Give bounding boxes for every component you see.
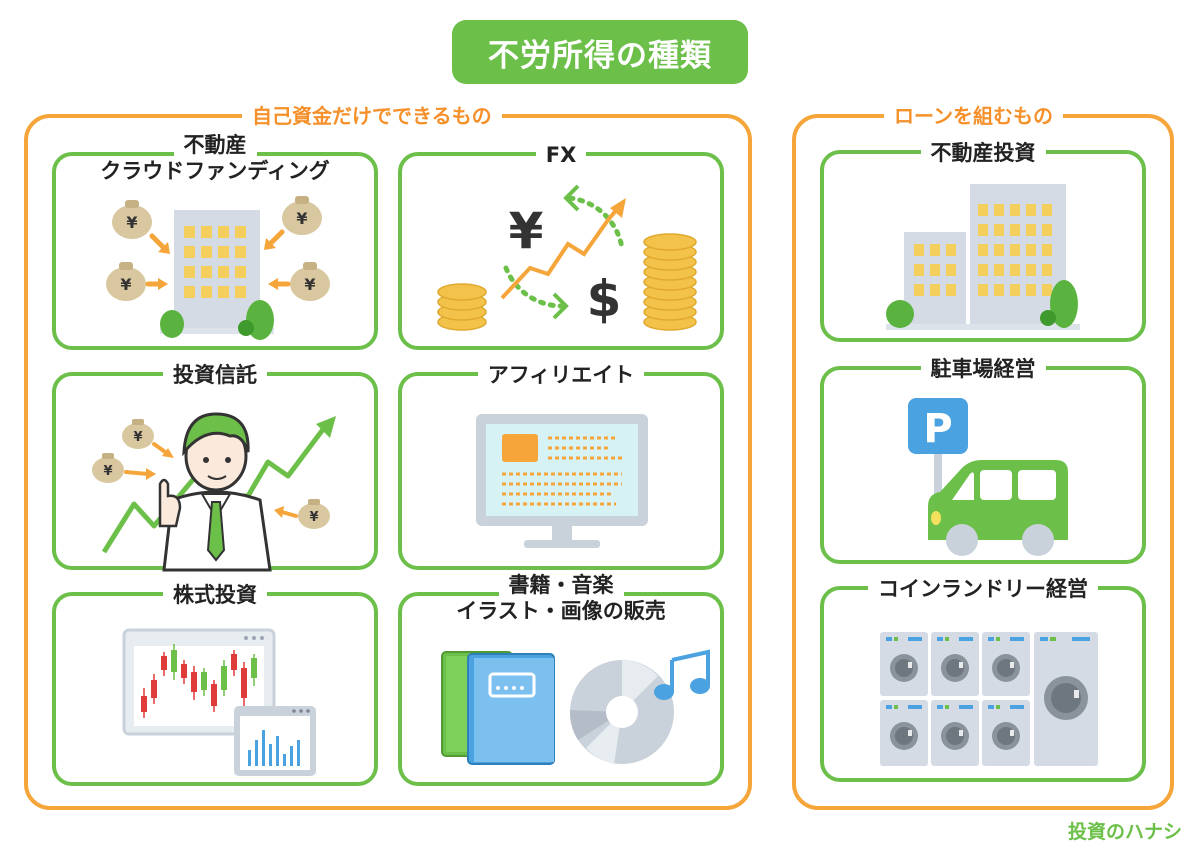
card-stocks: 株式投資 (52, 583, 378, 786)
svg-text:¥: ¥ (304, 275, 315, 294)
card-fx: FX ¥ $ (398, 143, 724, 350)
coin-stack-icon (437, 233, 697, 331)
group-label-self-funds: 自己資金だけでできるもの (242, 103, 502, 129)
card-real-estate: 不動産投資 (820, 141, 1146, 342)
card-label-laundromat: コインランドリー経営 (824, 576, 1142, 602)
svg-text:¥: ¥ (103, 464, 112, 479)
card-investment-trust: 投資信託 ¥ ¥ ¥ (52, 363, 378, 572)
card-label-affiliate: アフィリエイト (402, 362, 720, 388)
disc-icon (569, 660, 674, 764)
card-parking: 駐車場経営 P (820, 357, 1146, 564)
book-icon (441, 651, 555, 765)
footer-brand: 投資のハナシ (1067, 821, 1182, 843)
svg-text:¥: ¥ (120, 275, 131, 294)
card-content-sales: 書籍・音楽 イラスト・画像の販売 (398, 573, 724, 786)
card-crowdfunding: 不動産 クラウドファンディング ¥ ¥ ¥ ¥ (52, 133, 378, 350)
svg-text:¥: ¥ (296, 209, 307, 228)
washing-machine-icon (880, 632, 1098, 766)
card-label-investment-trust: 投資信託 (56, 362, 374, 388)
card-label-stocks: 株式投資 (56, 582, 374, 608)
shrub-icon (160, 300, 274, 340)
money-bag-icon: ¥ ¥ ¥ (92, 419, 330, 529)
dollar-icon: $ (587, 270, 622, 328)
money-bag-icon: ¥ ¥ ¥ ¥ (106, 196, 330, 301)
page-title: 不労所得の種類 (452, 20, 748, 84)
card-laundromat: コインランドリー経営 (820, 577, 1146, 782)
music-note-icon (654, 649, 710, 700)
card-affiliate: アフィリエイト (398, 363, 724, 570)
yen-icon: ¥ (509, 202, 544, 260)
candlestick-chart-icon (122, 628, 316, 776)
group-loan: ローンを組むもの (792, 103, 1174, 810)
card-label-real-estate: 不動産投資 (824, 140, 1142, 166)
shrub-icon (886, 280, 1078, 328)
card-label-fx: FX (402, 142, 720, 168)
svg-text:¥: ¥ (509, 202, 544, 260)
svg-text:¥: ¥ (126, 213, 137, 232)
car-icon (928, 460, 1068, 556)
monitor-icon (476, 414, 648, 548)
svg-text:¥: ¥ (133, 430, 142, 445)
svg-text:P: P (923, 406, 952, 452)
card-label-content-sales: 書籍・音楽 イラスト・画像の販売 (402, 572, 720, 624)
group-label-loan: ローンを組むもの (884, 103, 1063, 129)
building-icon (160, 210, 274, 334)
svg-text:$: $ (587, 270, 622, 328)
svg-text:¥: ¥ (309, 510, 318, 525)
group-self-funds: 自己資金だけでできるもの (24, 103, 752, 810)
card-label-crowdfunding: 不動産 クラウドファンディング (56, 132, 374, 184)
card-label-parking: 駐車場経営 (824, 356, 1142, 382)
parking-sign-icon: P (908, 398, 968, 516)
building-icon (886, 184, 1080, 330)
person-icon (158, 412, 272, 572)
